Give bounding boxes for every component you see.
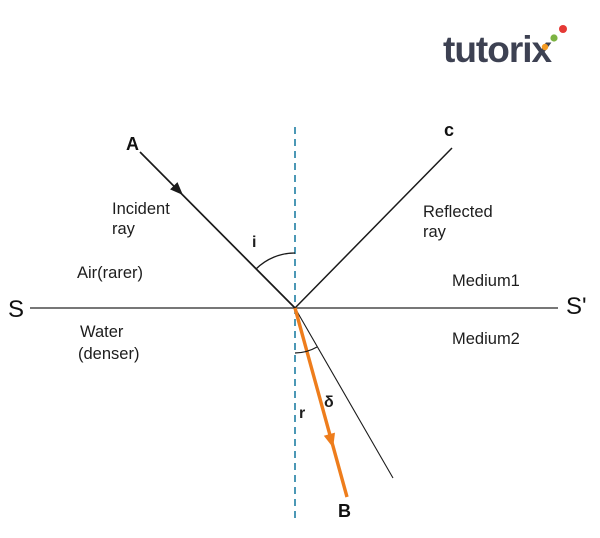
medium-label-medium1: Medium1 (452, 272, 520, 290)
medium-label-water-line2: (denser) (78, 345, 139, 363)
angle-label-delta: δ (324, 394, 334, 411)
medium-label-air: Air(rarer) (77, 264, 143, 282)
angle-label-r: r (299, 405, 305, 422)
refracted-ray-arrow-icon (323, 432, 335, 448)
logo-text: tutorix (443, 29, 553, 70)
incident-ray-extension-line (294, 307, 394, 479)
logo-dot-green-icon (550, 34, 558, 42)
angle-i-arc (255, 252, 296, 270)
point-label-S: S (8, 296, 24, 323)
reflected-ray-label-line1: Reflected (423, 203, 493, 221)
refracted-ray-line (293, 307, 349, 498)
angle-r-arc (294, 346, 318, 354)
medium-label-medium2: Medium2 (452, 330, 520, 348)
reflected-ray-label-line2: ray (423, 223, 447, 241)
logo-dot-red-icon (559, 25, 567, 33)
point-label-B: B (338, 501, 351, 521)
incident-ray-label-line1: Incident (112, 200, 170, 218)
angle-label-i: i (252, 234, 256, 251)
point-label-A: A (126, 134, 139, 154)
logo-dot-orange-icon (541, 43, 549, 51)
incident-ray-label-line2: ray (112, 220, 136, 238)
medium-label-water-line1: Water (80, 323, 124, 341)
incident-ray-arrow-icon (170, 182, 183, 195)
reflected-ray-line (294, 147, 453, 309)
incident-ray-line (139, 151, 296, 309)
tutorix-logo: tutorix (443, 25, 567, 70)
point-label-S-prime: S' (566, 293, 587, 320)
point-label-c: c (444, 120, 454, 140)
